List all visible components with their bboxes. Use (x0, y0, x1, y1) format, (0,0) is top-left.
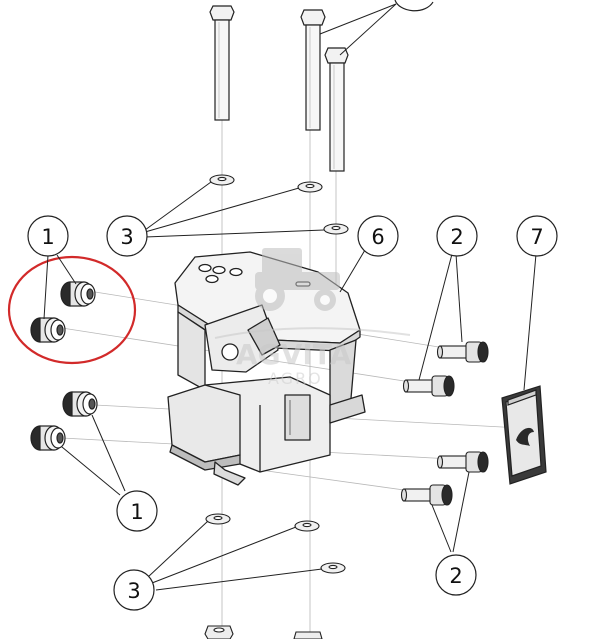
callout-label: 3 (127, 579, 140, 603)
callout-3-bottom: 3 (113, 569, 155, 611)
watermark-brand: AGVITA (236, 338, 352, 371)
highlight-ellipse (7, 255, 137, 365)
washers-bottom (205, 513, 346, 574)
bolt-left (209, 5, 235, 121)
watermark-sub: AGRO (268, 369, 323, 388)
leader-lines (43, 181, 537, 591)
callout-2-top: 2 (436, 215, 478, 257)
watermark-logo: AGVITA AGRO (214, 248, 411, 388)
callout-cropped-top (394, 0, 434, 12)
bolt-right (324, 47, 349, 172)
nuts-bottom (204, 625, 323, 639)
bushing-bottom-left (30, 425, 66, 451)
callout-label: 1 (41, 225, 54, 249)
callout-1-top: 1 (27, 215, 69, 257)
callout-label: 2 (450, 225, 463, 249)
callout-7: 7 (516, 215, 558, 257)
callout-6: 6 (357, 215, 399, 257)
callout-label: 3 (120, 225, 133, 249)
callout-label: 2 (449, 564, 462, 588)
leader-cropped-top (319, 3, 397, 35)
leader-cropped-top-2 (339, 3, 397, 56)
callout-label: 1 (130, 500, 143, 524)
callout-1-bottom: 1 (116, 490, 158, 532)
bushing-top-left (30, 317, 66, 343)
callout-3-top: 3 (106, 215, 148, 257)
screw-2 (402, 375, 455, 397)
bolt-middle (300, 9, 326, 131)
callout-label: 6 (371, 225, 384, 249)
screw-3 (436, 451, 489, 473)
bushing-bottom-right (62, 391, 98, 417)
tractor-icon (255, 248, 340, 311)
bushing-top-right (60, 281, 96, 307)
callout-label: 7 (530, 225, 543, 249)
screw-1 (436, 341, 489, 363)
washers-top (209, 174, 349, 235)
callout-2-bottom: 2 (435, 554, 477, 596)
screw-4 (400, 484, 453, 506)
label-plate (501, 385, 547, 485)
